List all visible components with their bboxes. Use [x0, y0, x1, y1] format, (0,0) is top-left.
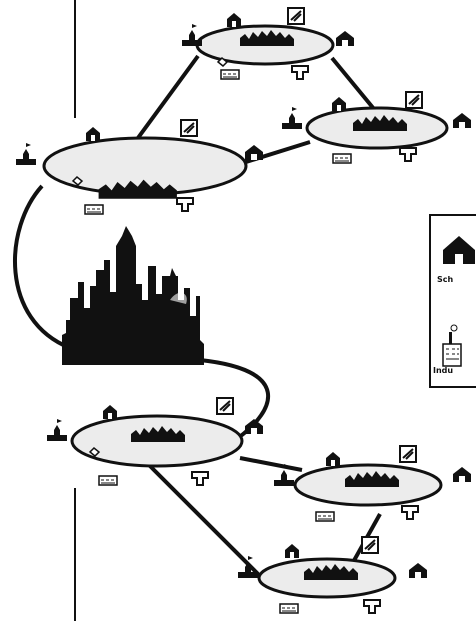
tv-box-icon: [400, 446, 416, 462]
school-icon: [453, 467, 471, 482]
house-icon: [86, 127, 100, 141]
tv-box-icon: [217, 398, 233, 414]
cluster-top: [182, 8, 354, 79]
tree-icon: [177, 198, 193, 211]
tree-icon: [400, 148, 416, 161]
house-icon: [103, 405, 117, 419]
road-lowerleft-bottom: [146, 462, 264, 580]
school-icon: [245, 145, 263, 160]
legend: Sch Indu: [430, 215, 476, 387]
central-city-skyline-icon: [62, 226, 204, 365]
tv-box-icon: [288, 8, 304, 24]
church-icon: [282, 107, 302, 129]
cluster-upper-right: [282, 92, 471, 163]
house-icon: [285, 544, 299, 558]
factory-icon: [221, 70, 239, 79]
house-icon: [227, 13, 241, 27]
cluster-lower-right: [274, 446, 471, 521]
school-icon: [336, 31, 354, 46]
factory-icon: [99, 476, 117, 485]
factory-icon: [316, 512, 334, 521]
church-icon: [47, 419, 67, 441]
tv-box-icon: [362, 537, 378, 553]
school-icon: [245, 419, 263, 434]
factory-icon: [333, 154, 351, 163]
road-lowerleft-lowerright: [240, 458, 302, 470]
factory-icon: [85, 205, 103, 214]
school-icon: [453, 113, 471, 128]
house-icon: [332, 97, 346, 111]
tree-icon: [364, 600, 380, 613]
road-upperleft-city: [15, 186, 70, 348]
church-icon: [16, 143, 36, 165]
legend-label-industry: Indu: [433, 366, 453, 375]
tv-box-icon: [181, 120, 197, 136]
factory-icon: [280, 604, 298, 613]
school-icon: [409, 563, 427, 578]
tv-box-icon: [406, 92, 422, 108]
house-icon: [326, 452, 340, 466]
tree-icon: [402, 506, 418, 519]
legend-label-school: Sch: [437, 275, 454, 284]
church-icon: [182, 24, 202, 46]
tree-icon: [292, 66, 308, 79]
cluster-bottom: [238, 537, 427, 613]
tree-icon: [192, 472, 208, 485]
